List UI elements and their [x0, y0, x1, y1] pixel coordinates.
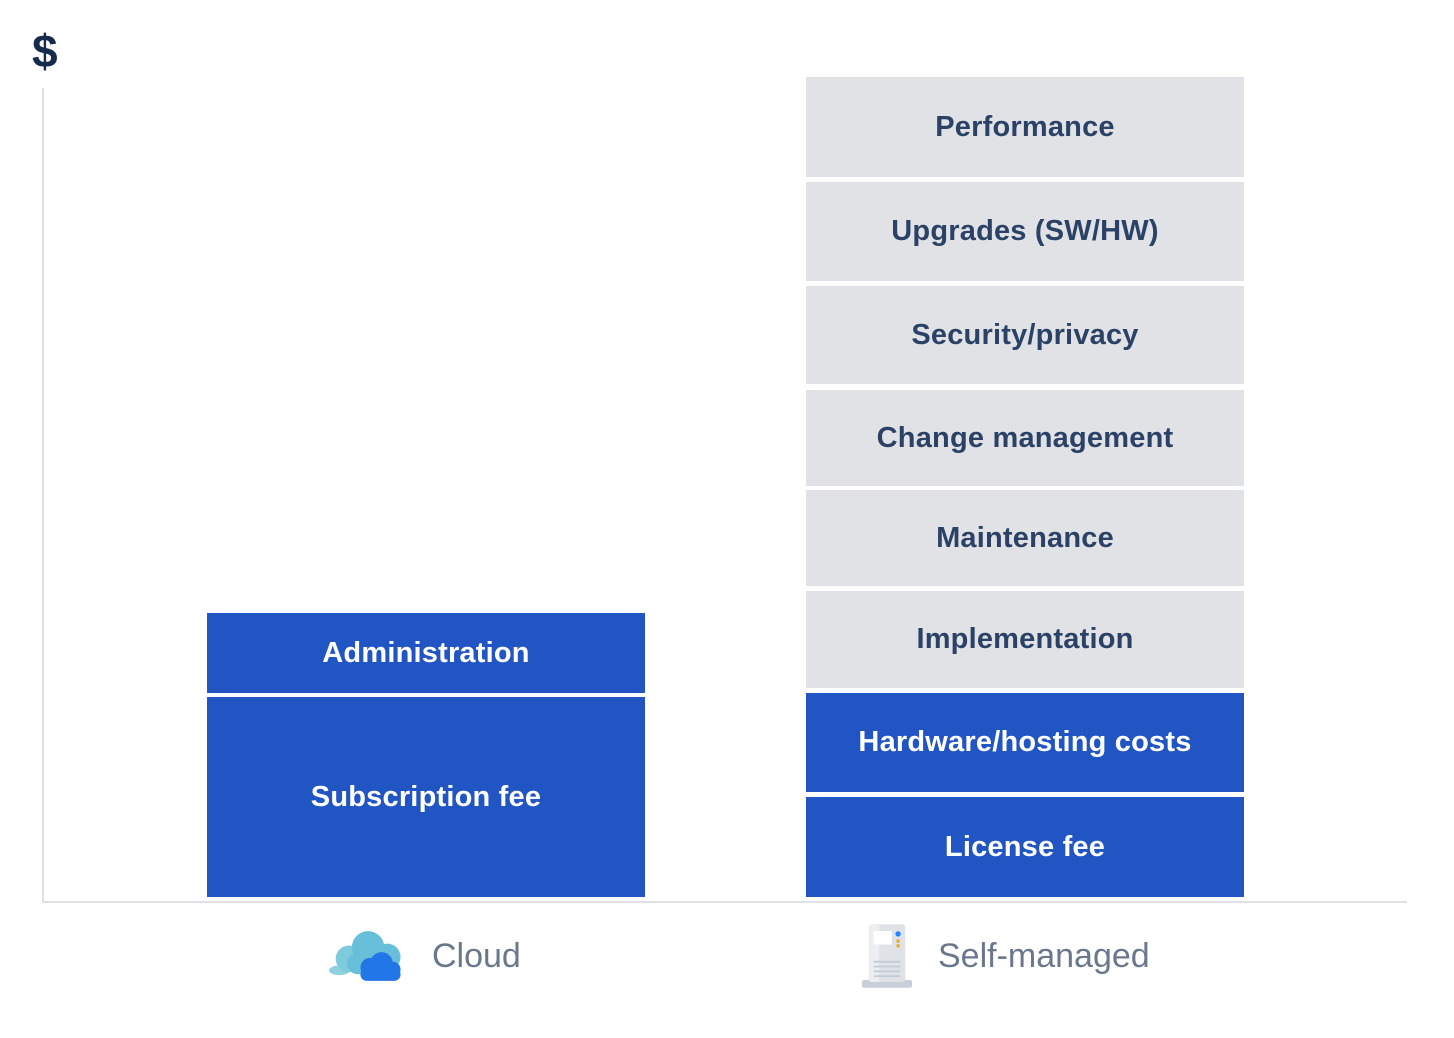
segment-label: Administration: [322, 636, 530, 669]
segment-license-fee: License fee: [806, 797, 1244, 897]
bar-cloud: Administration Subscription fee: [207, 613, 645, 897]
segment-hardware-hosting: Hardware/hosting costs: [806, 693, 1244, 792]
segment-label: Subscription fee: [310, 780, 542, 813]
segment-implementation: Implementation: [806, 591, 1244, 688]
bar-self-managed: Performance Upgrades (SW/HW) Security/pr…: [806, 77, 1244, 897]
segment-security-privacy: Security/privacy: [806, 286, 1244, 384]
y-axis-line: [42, 88, 44, 902]
server-icon: [862, 921, 912, 991]
segment-administration: Administration: [207, 613, 645, 693]
legend-label-cloud: Cloud: [432, 936, 521, 975]
legend-item-self-managed: Self-managed: [862, 920, 1150, 992]
segment-maintenance: Maintenance: [806, 490, 1244, 586]
segment-subscription-fee: Subscription fee: [207, 697, 645, 897]
segment-upgrades: Upgrades (SW/HW): [806, 182, 1244, 281]
legend-label-self-managed: Self-managed: [938, 936, 1150, 975]
segment-label: License fee: [944, 830, 1106, 863]
x-axis-line: [42, 901, 1407, 903]
segment-performance: Performance: [806, 77, 1244, 177]
segment-label: Change management: [876, 421, 1174, 454]
segment-label: Security/privacy: [911, 318, 1139, 351]
y-axis-dollar-label: $: [32, 25, 58, 77]
segment-label: Hardware/hosting costs: [858, 726, 1192, 758]
segment-label: Upgrades (SW/HW): [891, 215, 1159, 247]
segment-change-management: Change management: [806, 390, 1244, 486]
segment-label: Maintenance: [936, 521, 1114, 554]
cloud-icon: [328, 925, 412, 987]
segment-label: Performance: [935, 110, 1115, 143]
segment-label: Implementation: [916, 623, 1134, 655]
legend-item-cloud: Cloud: [328, 922, 521, 990]
